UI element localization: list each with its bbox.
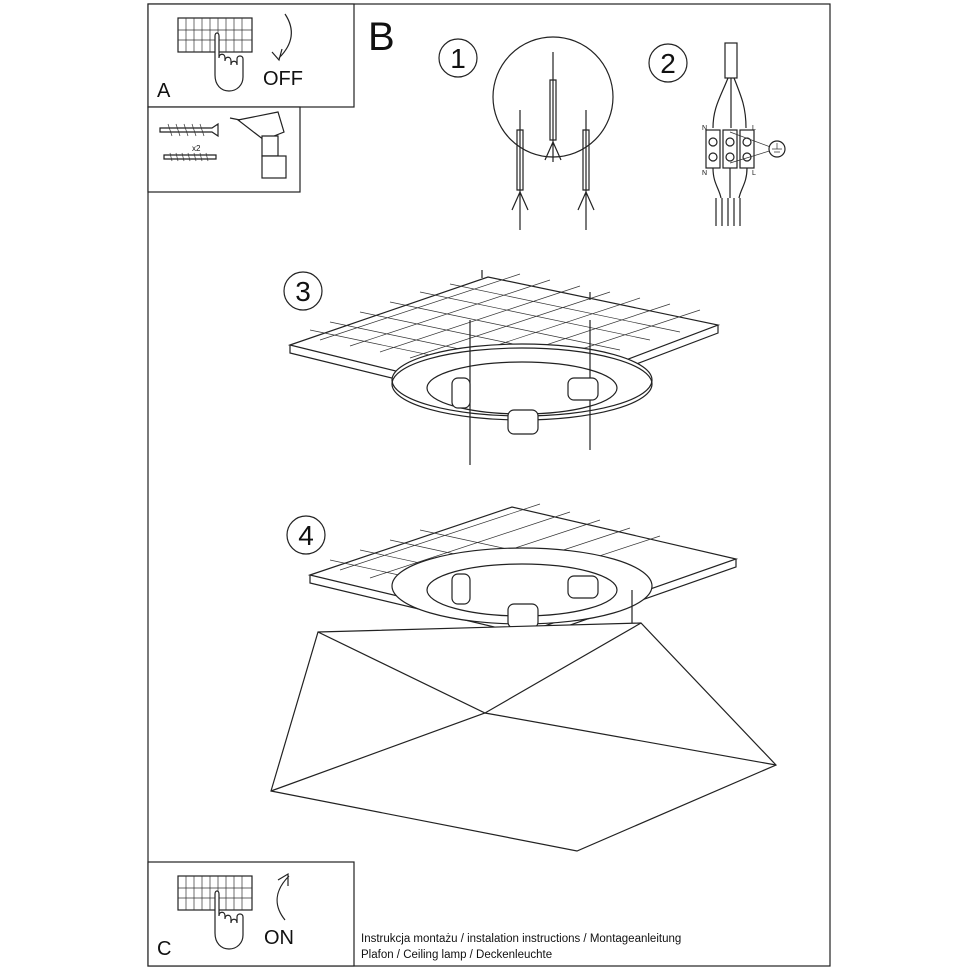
step-4-number: 4	[298, 520, 314, 551]
screw-icon	[163, 152, 217, 162]
lamp-socket-icon	[567, 377, 599, 401]
hand-icon	[214, 890, 244, 950]
wire-label-n-top: N	[702, 125, 707, 132]
arrow-up-icon	[276, 872, 290, 921]
wall-anchor-icon	[511, 52, 595, 230]
step-2-number: 2	[660, 48, 676, 79]
step-3-badge	[283, 271, 323, 311]
step-2-badge	[648, 43, 688, 83]
wall-plug-icon	[159, 122, 219, 138]
wire-label-l-top: L	[752, 125, 756, 132]
lamp-socket-icon	[507, 409, 539, 435]
terminal-block-wiring	[705, 42, 786, 226]
lamp-socket-icon	[451, 377, 471, 409]
panel-c-letter: C	[157, 938, 171, 960]
ceiling-plate-step-3	[287, 270, 721, 465]
panel-b-letter: B	[368, 15, 395, 59]
lamp-shade	[270, 622, 778, 852]
hand-icon	[214, 32, 244, 92]
step-4-badge	[286, 515, 326, 555]
step-3-number: 3	[295, 276, 311, 307]
step-1-badge	[438, 38, 478, 78]
drill-icon	[229, 111, 287, 179]
page-frame	[147, 3, 831, 967]
footer-line-1: Instrukcja montażu / instalation instruc…	[361, 933, 681, 945]
footer-line-2: Plafon / Ceiling lamp / Deckenleuchte	[361, 949, 552, 961]
panel-c-action: ON	[264, 927, 294, 949]
wire-label-l-bottom: L	[752, 170, 756, 177]
step-1-number: 1	[450, 43, 466, 74]
panel-a-action: OFF	[263, 68, 303, 90]
wire-label-n-bottom: N	[702, 170, 707, 177]
ceiling-plate-step-4	[307, 503, 739, 638]
panel-a-letter: A	[157, 80, 171, 102]
quantity-label: x2	[192, 144, 201, 153]
arrow-down-icon	[271, 13, 292, 62]
